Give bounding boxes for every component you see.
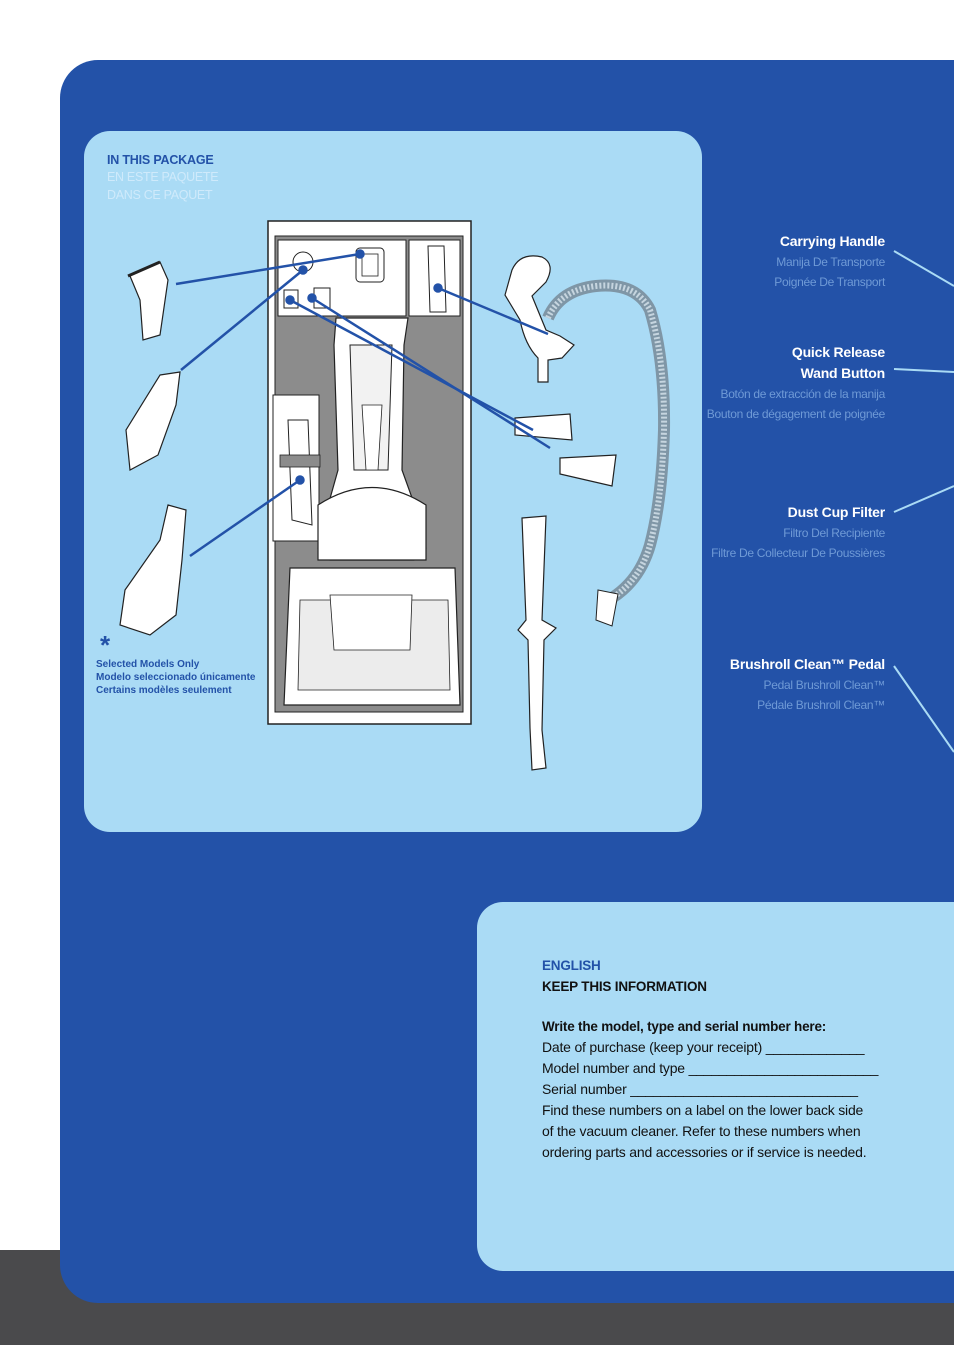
package-title-es: EN ESTE PAQUETE: [107, 170, 219, 184]
keep-information-panel: [477, 902, 954, 1271]
accessory-tools: [119, 255, 617, 771]
callout-title: Carrying Handle: [779, 233, 885, 249]
language-label: ENGLISH: [542, 958, 601, 973]
callout-title-line1: Quick Release: [791, 344, 885, 360]
callout-lines: [893, 250, 954, 753]
leader-lines: [175, 249, 551, 558]
callout-dust-cup-filter: Dust Cup Filter Filtro Del Recipiente Fi…: [625, 502, 885, 563]
package-heading: IN THIS PACKAGE EN ESTE PAQUETE DANS CE …: [107, 153, 219, 204]
callout-es: Manija De Transporte: [776, 255, 885, 269]
callout-title-line2: Wand Button: [800, 365, 886, 381]
callout-fr: Poignée De Transport: [774, 275, 885, 289]
selected-models-note: * Selected Models Only Modelo selecciona…: [96, 632, 255, 697]
callout-es: Botón de extracción de la manija: [720, 387, 885, 401]
model-number-line: Model number and type __________________…: [542, 1060, 879, 1076]
info-body-3: ordering parts and accessories or if ser…: [542, 1144, 867, 1160]
note-en: Selected Models Only: [96, 659, 200, 670]
package-title: IN THIS PACKAGE: [107, 153, 214, 167]
package-box: [267, 220, 472, 725]
date-of-purchase-line: Date of purchase (keep your receipt) ___…: [542, 1039, 865, 1055]
package-title-fr: DANS CE PAQUET: [107, 188, 213, 202]
callout-fr: Bouton de dégagement de poignée: [706, 407, 886, 421]
callout-quick-release: Quick Release Wand Button Botón de extra…: [625, 342, 886, 424]
info-body-1: Find these numbers on a label on the low…: [542, 1102, 864, 1118]
callout-carrying-handle: Carrying Handle Manija De Transporte Poi…: [625, 231, 885, 292]
callout-brushroll-pedal: Brushroll Clean™ Pedal Pedal Brushroll C…: [625, 654, 885, 715]
info-heading: KEEP THIS INFORMATION: [542, 979, 707, 994]
note-es: Modelo seleccionado únicamente: [96, 672, 256, 683]
callout-title: Dust Cup Filter: [787, 504, 886, 520]
serial-number-line: Serial number __________________________…: [542, 1081, 858, 1097]
info-body-2: of the vacuum cleaner. Refer to these nu…: [542, 1123, 861, 1139]
callout-fr: Pédale Brushroll Clean™: [757, 698, 885, 712]
asterisk-mark: *: [100, 630, 111, 660]
callout-es: Pedal Brushroll Clean™: [763, 678, 886, 692]
callout-title: Brushroll Clean™ Pedal: [729, 656, 885, 672]
info-prompt: Write the model, type and serial number …: [542, 1019, 827, 1034]
note-fr: Certains modèles seulement: [96, 685, 232, 696]
callout-fr: Filtre De Collecteur De Poussières: [711, 546, 885, 560]
callout-es: Filtro Del Recipiente: [783, 526, 885, 540]
keep-information-text: ENGLISH KEEP THIS INFORMATION Write the …: [542, 955, 952, 1163]
